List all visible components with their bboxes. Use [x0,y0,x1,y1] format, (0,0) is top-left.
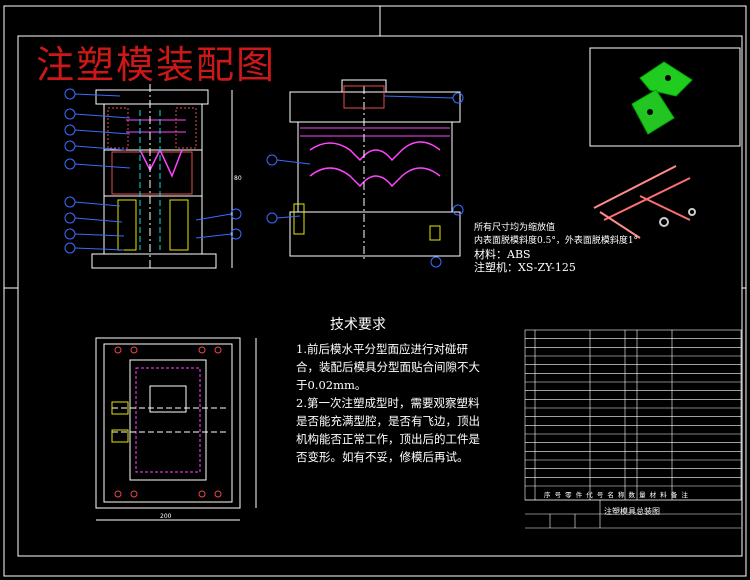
left-section-view: 80 [64,84,242,270]
requirements-heading: 技术要求 [330,317,386,333]
requirements-list: 1.前后模水平分型面应进行对碰研合，装配后模具分型面贴合间隙不大于0.02mm。… [296,340,482,466]
requirement-item: 2.第一次注塑成型时，需要观察塑料是否能充满型腔，是否有飞边，顶出机构能否正常工… [296,396,480,464]
middle-section-view [266,79,464,268]
part-3d-view [589,47,741,147]
drawing-title: 注塑模装配图 [36,43,277,87]
bom-title: 注塑模具总装图 [604,507,660,516]
svg-text:80: 80 [234,175,242,182]
requirement-item: 1.前后模水平分型面应进行对碰研合，装配后模具分型面贴合间隙不大于0.02mm。 [296,342,480,392]
bom-header-row: 序 号 零 件 代 号 名 称 数 量 材 料 备 注 [544,491,689,499]
note-draft-angle: 内表面脱模斜度0.5°，外表面脱模斜度1° [474,236,639,246]
svg-text:200: 200 [160,513,172,520]
design-notes: 所有尺寸均为缩放值 内表面脱模斜度0.5°，外表面脱模斜度1° 材料：ABS 注… [474,222,638,274]
note-scale: 所有尺寸均为缩放值 [474,223,556,233]
note-machine: 注塑机：XS-ZY-125 [474,261,576,274]
bom-table [524,329,742,529]
plan-view: 200 [95,337,257,521]
note-material: 材料：ABS [474,248,531,261]
cooling-system-3d-view [593,165,696,239]
